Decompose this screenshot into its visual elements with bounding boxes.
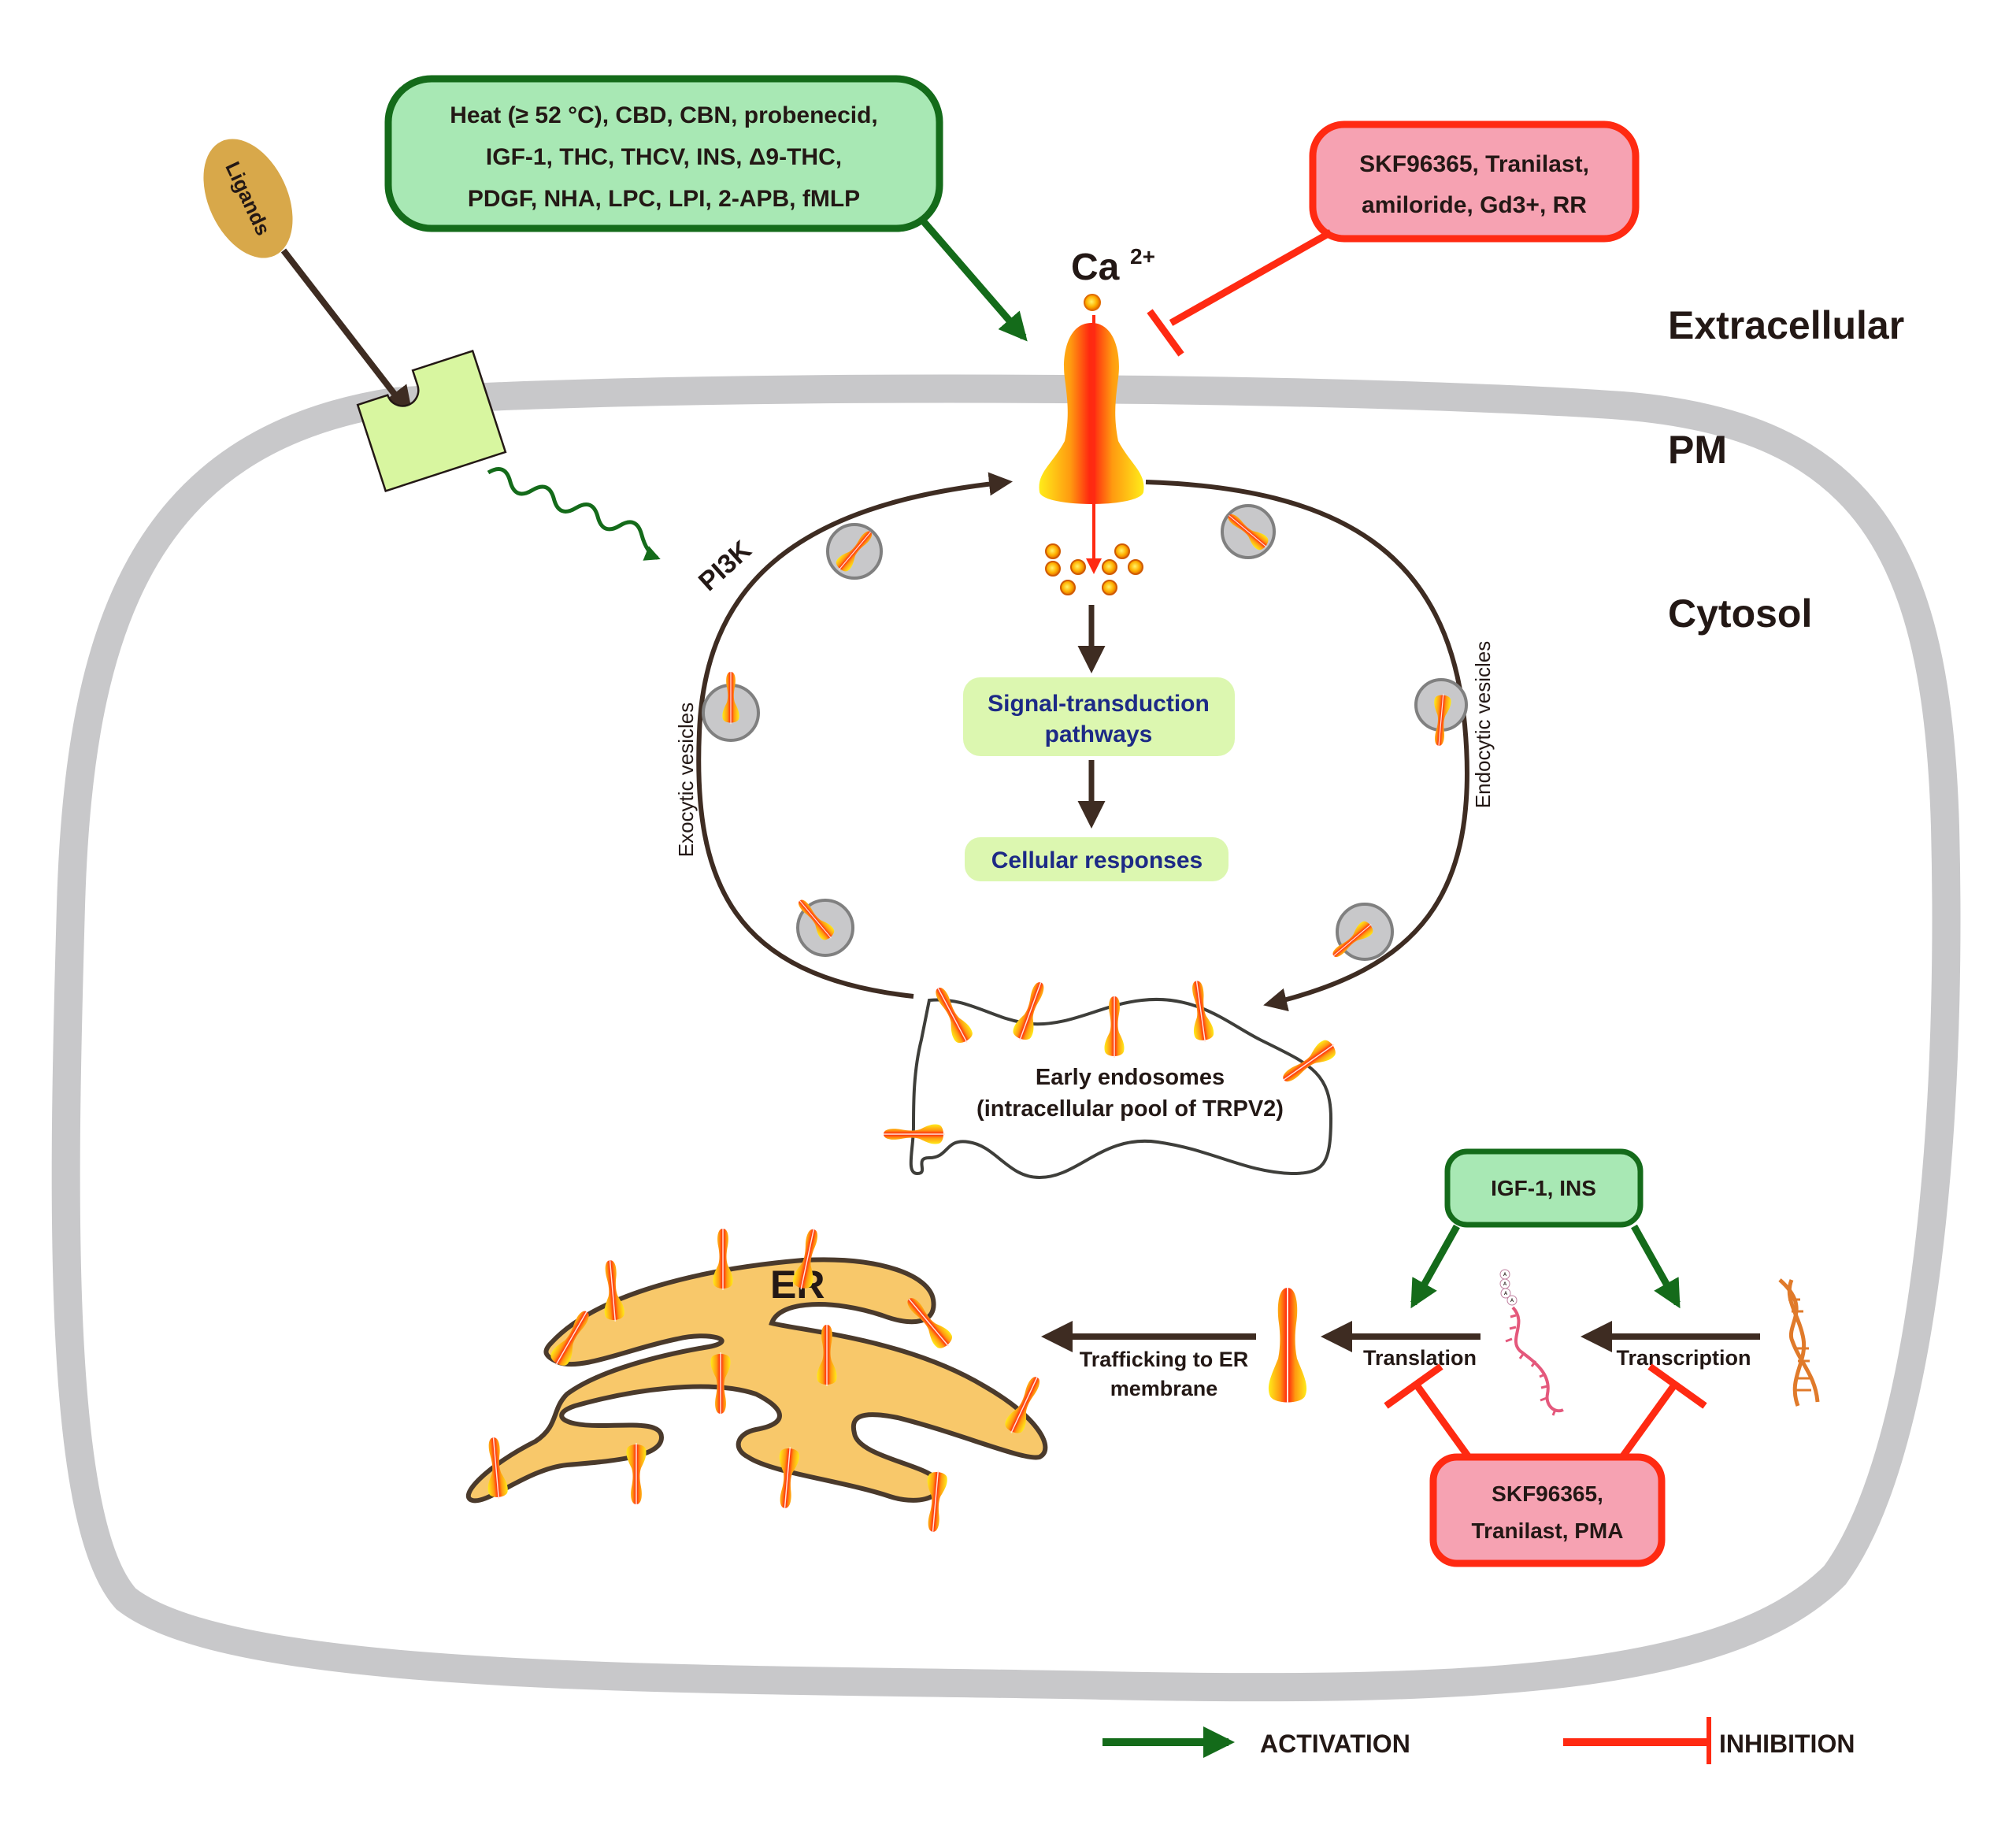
ligand-binding-arrow [280,248,413,419]
endocytic-vesicles-label: Endocytic vesicles [1471,641,1495,808]
vesicle [793,895,854,957]
calcium-charge: 2+ [1130,244,1155,269]
legend-inhibition-label: INHIBITION [1719,1730,1855,1758]
pi3k-activation-arrow [487,467,661,561]
signal-transduction-box: Signal-transduction pathways [963,677,1235,756]
inhibition-bar-transcription [1619,1363,1707,1459]
polya-label: A [1503,1273,1507,1277]
translation-label: Translation [1363,1346,1477,1370]
vesicle [1328,903,1394,962]
bottom-activators-label: IGF-1, INS [1491,1176,1596,1200]
transcription-label: Transcription [1616,1346,1751,1370]
polya-label: A [1503,1282,1507,1287]
vesicle [826,523,883,580]
mrna-icon: A A A A [1499,1269,1564,1416]
endosome-label-2: (intracellular pool of TRPV2) [976,1096,1284,1122]
dna-icon [1778,1278,1820,1407]
receptor-icon [356,349,507,492]
inhibitors-line-2: amiloride, Gd3+, RR [1362,192,1587,218]
activators-line-1: Heat (≥ 52 °C), CBD, CBN, probenecid, [450,102,878,128]
early-endosome: Early endosomes (intracellular pool of T… [883,978,1341,1180]
endoplasmic-reticulum: ER [465,1226,1048,1533]
legend-activation-label: ACTIVATION [1260,1730,1410,1758]
legend-activation: ACTIVATION [1102,1726,1410,1758]
inhibitors-line-1: SKF96365, Tranilast, [1359,151,1589,177]
trafficking-label-2: membrane [1110,1377,1218,1400]
vesicle [1221,504,1276,559]
inhibitors-box: SKF96365, Tranilast, amiloride, Gd3+, RR [1309,121,1640,243]
activation-arrow-to-transcription [1631,1224,1681,1309]
signal-line-1: Signal-transduction [988,691,1210,717]
signal-line-2: pathways [1045,721,1153,747]
plasma-membrane [51,374,1961,1702]
inhibition-bar-to-channel [1147,229,1333,357]
calcium-ion [1084,294,1101,311]
vesicle [1414,678,1468,747]
activators-line-3: PDGF, NHA, LPC, LPI, 2-APB, fMLP [468,186,860,212]
polya-label: A [1510,1299,1514,1303]
trafficking-label-1: Trafficking to ER [1080,1348,1249,1371]
region-label-cytosol: Cytosol [1668,591,1812,636]
exocytic-vesicles-label: Exocytic vesicles [674,703,698,858]
region-label-pm: PM [1668,428,1727,472]
legend: ACTIVATION INHIBITION [1102,1717,1855,1764]
bottom-inhibitors-line-2: Tranilast, PMA [1472,1519,1624,1543]
region-label-extracellular: Extracellular [1668,303,1904,347]
vesicle [702,671,760,742]
trpv2-channel-icon [1039,323,1144,504]
endocytic-pathway-arrow [1145,480,1469,1012]
activators-box: Heat (≥ 52 °C), CBD, CBN, probenecid, IG… [384,75,943,232]
exocytic-pathway-arrow [696,472,1013,999]
bottom-inhibitors-line-1: SKF96365, [1492,1481,1603,1506]
calcium-label: Ca [1071,247,1120,288]
endosome-label-1: Early endosomes [1036,1065,1225,1090]
activators-line-2: IGF-1, THC, THCV, INS, Δ9-THC, [486,144,842,170]
activation-arrow-to-channel [918,217,1028,342]
polya-label: A [1504,1292,1508,1296]
inhibition-bar-translation [1384,1363,1472,1459]
activation-arrow-to-translation [1410,1224,1460,1309]
cellular-responses-box: Cellular responses [965,837,1228,881]
bottom-activators-box: IGF-1, INS [1444,1148,1644,1228]
calcium-ion-cluster [1045,543,1143,595]
legend-inhibition: INHIBITION [1563,1717,1855,1764]
cellular-responses-label: Cellular responses [991,847,1203,873]
ligands-node: Ligands [203,139,293,258]
bottom-inhibitors-box: SKF96365, Tranilast, PMA [1429,1453,1666,1567]
trpv2-protein-icon [1268,1288,1307,1403]
